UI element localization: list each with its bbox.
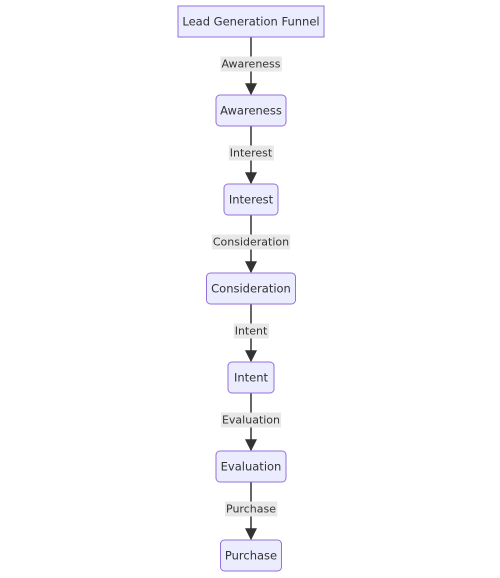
edge-label-background (220, 412, 282, 428)
node-box (223, 183, 279, 216)
edge-root-to-awareness: Awareness (220, 37, 282, 96)
node-box (177, 5, 325, 38)
edge-label: Awareness (221, 58, 280, 71)
edge-label: Consideration (213, 236, 289, 249)
node-label: Purchase (225, 549, 277, 563)
edge-awareness-to-interest: Interest (228, 126, 274, 185)
node-box (215, 94, 287, 127)
node-evaluation: Evaluation (215, 450, 287, 483)
node-box (220, 539, 282, 572)
edge-label-background (220, 56, 282, 72)
node-interest: Interest (223, 183, 279, 216)
node-box (215, 450, 287, 483)
edge-label: Purchase (226, 503, 276, 516)
edge-label-background (225, 501, 278, 517)
edge-label: Interest (230, 147, 273, 160)
node-label: Awareness (220, 104, 282, 118)
node-root: Lead Generation Funnel (177, 5, 325, 38)
edge-label-background (228, 145, 274, 161)
edge-intent-to-evaluation: Evaluation (220, 393, 282, 452)
node-box (227, 361, 275, 394)
node-label: Interest (229, 193, 274, 207)
edge-label-background (233, 323, 269, 339)
node-intent: Intent (227, 361, 275, 394)
edge-interest-to-consideration: Consideration (211, 215, 291, 274)
node-box (206, 272, 296, 305)
node-label: Intent (234, 371, 269, 385)
edge-label: Intent (235, 325, 268, 338)
node-purchase: Purchase (220, 539, 282, 572)
edge-evaluation-to-purchase: Purchase (225, 482, 278, 541)
edge-consideration-to-intent: Intent (233, 304, 269, 363)
node-label: Evaluation (221, 460, 282, 474)
node-awareness: Awareness (215, 94, 287, 127)
edge-label-background (211, 234, 291, 250)
node-consideration: Consideration (206, 272, 296, 305)
node-label: Lead Generation Funnel (182, 15, 319, 29)
edge-label: Evaluation (222, 414, 280, 427)
node-label: Consideration (211, 282, 291, 296)
